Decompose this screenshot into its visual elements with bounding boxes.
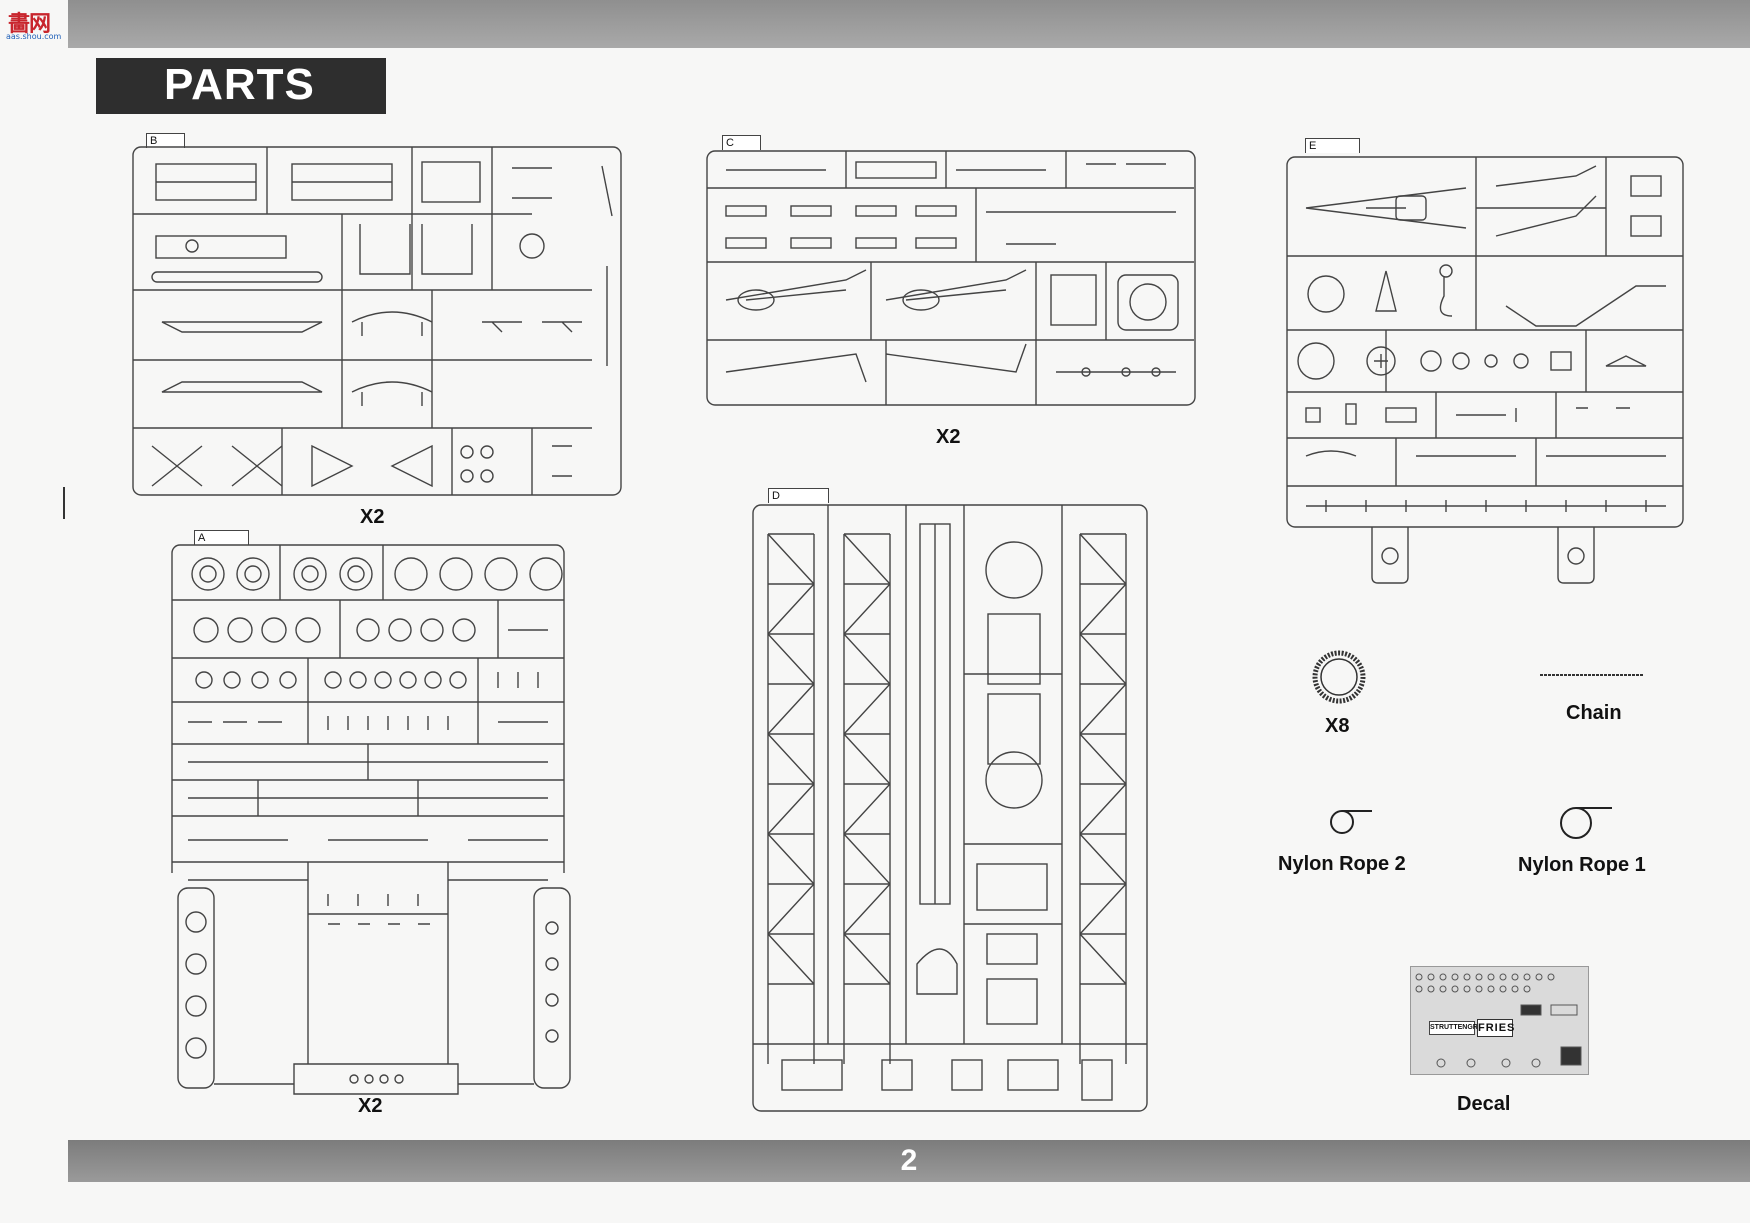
decal-fries-text: FRIES bbox=[1477, 1019, 1514, 1037]
rope-1-icon bbox=[1558, 805, 1614, 841]
watermark-url: aas.shou.com bbox=[6, 32, 62, 41]
sprue-d-tab: D bbox=[768, 488, 829, 503]
edge-mark bbox=[63, 487, 65, 519]
decal-sheet: STRUTTENGREN FRIES bbox=[1410, 966, 1589, 1075]
top-bar bbox=[68, 0, 1750, 48]
rope-1-label: Nylon Rope 1 bbox=[1518, 854, 1646, 876]
tire-icon bbox=[1312, 650, 1366, 704]
sprue-c-tab: C bbox=[722, 135, 761, 150]
chain-label: Chain bbox=[1566, 702, 1622, 724]
sprue-a-multiplier: X2 bbox=[358, 1095, 383, 1117]
bottom-bar: 2 bbox=[68, 1140, 1750, 1182]
sprue-c-multiplier: X2 bbox=[936, 426, 961, 448]
watermark-logo: 畵网 aas.shou.com bbox=[4, 6, 68, 42]
chain-icon bbox=[1540, 672, 1644, 678]
rope-2-icon bbox=[1328, 807, 1374, 837]
tire-quantity: X8 bbox=[1325, 715, 1350, 737]
decal-label: Decal bbox=[1457, 1093, 1511, 1115]
sprue-e-tab: E bbox=[1305, 138, 1360, 153]
page-title: PARTS bbox=[164, 60, 315, 109]
sprue-e bbox=[1286, 156, 1684, 586]
rope-2-label: Nylon Rope 2 bbox=[1278, 853, 1406, 875]
sprue-b-tab: B bbox=[146, 133, 185, 148]
watermark-text: 畵网 bbox=[8, 11, 51, 36]
title-box: PARTS bbox=[96, 58, 386, 114]
sprue-b-multiplier: X2 bbox=[360, 506, 385, 528]
decal-strut-text: STRUTTENGREN bbox=[1429, 1021, 1488, 1035]
page-number: 2 bbox=[900, 1144, 918, 1177]
sprue-d bbox=[752, 504, 1148, 1112]
sprue-a-tab: A bbox=[194, 530, 249, 545]
sprue-a bbox=[168, 544, 580, 1096]
sprue-b bbox=[132, 146, 622, 496]
sprue-c bbox=[706, 150, 1196, 406]
